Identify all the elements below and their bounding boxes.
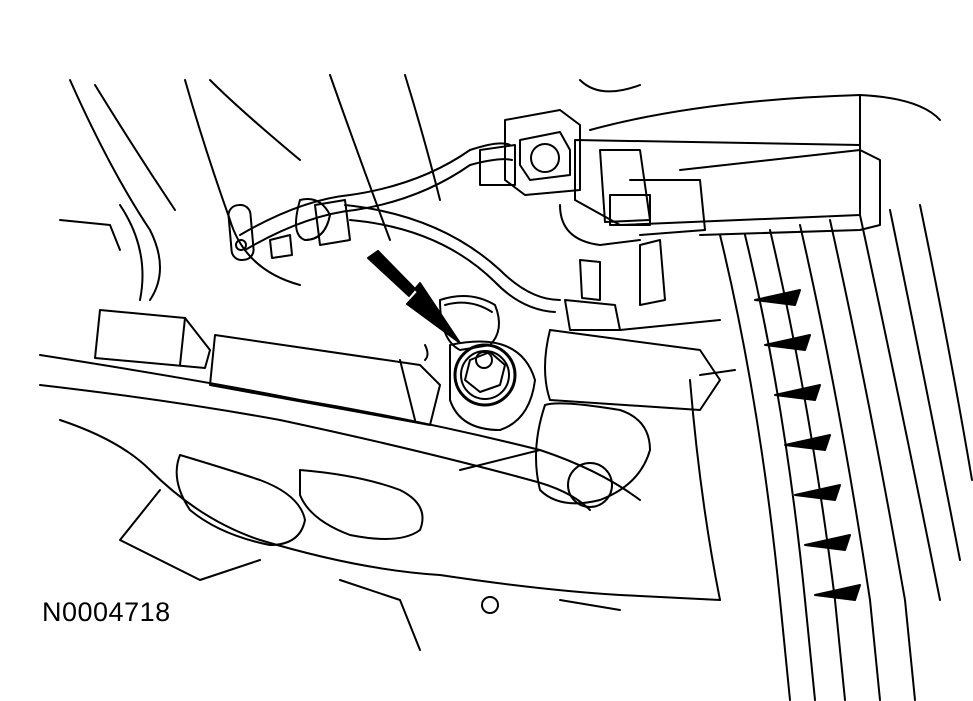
brake-line: [227, 142, 561, 313]
stabilizer-bar: [94, 295, 500, 426]
tie-rod-end: [459, 239, 721, 508]
stabilizer-link-nut: [424, 340, 536, 431]
arrow-icon: [367, 250, 461, 344]
lower-control-arm: [39, 354, 721, 651]
background-body-lines: [59, 74, 941, 301]
brake-rotor: [689, 204, 973, 701]
figure-id-label: N0004718: [42, 597, 171, 627]
caliper-bracket: [479, 109, 881, 246]
